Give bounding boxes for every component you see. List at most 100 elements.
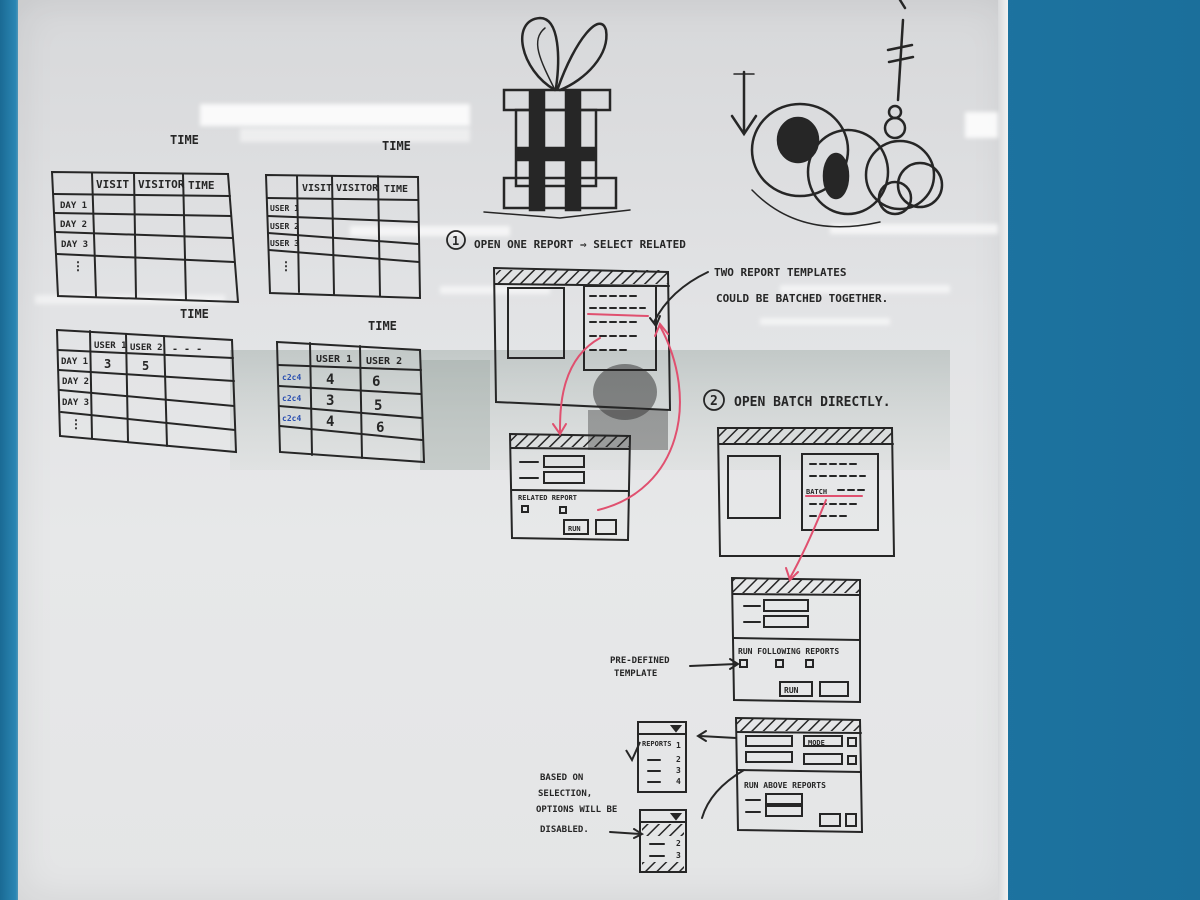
red-arrow-head <box>552 423 567 436</box>
light-reflection <box>350 226 510 236</box>
step-1-circle <box>446 230 466 250</box>
light-reflection <box>830 224 998 234</box>
table-4-title: TIME <box>368 319 397 333</box>
mode-label: MODE <box>808 739 825 747</box>
table-2-title: TIME <box>382 139 411 153</box>
red-underline <box>587 313 649 317</box>
table-3-cell: 5 <box>142 359 149 373</box>
red-arrow-loop <box>597 325 681 511</box>
table-2-header: VISIT <box>302 183 332 194</box>
table-3-row-label: DAY 1 <box>61 357 88 367</box>
dropdown-number: 2 <box>676 755 681 764</box>
arrow-head <box>649 315 661 329</box>
run-button-label-2: RUN <box>784 686 799 695</box>
selection-note-line1: BASED ON <box>540 773 583 783</box>
table-3-row-label: DAY 2 <box>62 377 89 387</box>
arrow-to-dropdown <box>699 735 737 739</box>
dropdown-number: 3 <box>676 766 681 775</box>
flow-2-title: OPEN BATCH DIRECTLY. <box>734 395 891 410</box>
red-arrow-to-dialog <box>559 337 601 433</box>
wireframe-related-dialog <box>508 432 632 542</box>
table-1-header: TIME <box>188 179 215 192</box>
step-2-circle <box>703 389 725 411</box>
table-3-row-label: ⋮ <box>70 417 82 431</box>
table-3-header: - - - <box>172 344 202 355</box>
board-frame-right <box>998 0 1008 900</box>
gift-drawing <box>483 16 631 219</box>
table-4-header: USER 1 <box>316 354 352 365</box>
wireframe-report-window <box>492 266 672 412</box>
table-4-row-label: c2c4 <box>282 394 301 403</box>
arrow-to-note <box>653 271 709 323</box>
table-2-row-label: USER 3 <box>270 239 299 248</box>
table-1-header: VISIT <box>96 178 129 191</box>
table-4-cell: 3 <box>326 393 334 409</box>
red-arrow-head <box>654 322 669 337</box>
wireframe-dropdown <box>637 721 687 793</box>
light-reflection <box>200 104 470 126</box>
arrow-predefined <box>689 663 737 667</box>
red-arrow-head <box>785 567 799 582</box>
table-4-cell: 6 <box>372 374 380 390</box>
step-1-number: 1 <box>452 234 459 248</box>
light-reflection <box>240 128 470 142</box>
related-report-label: RELATED REPORT <box>518 494 577 502</box>
table-1-title: TIME <box>170 133 199 147</box>
table-4-row-label: c2c4 <box>282 373 301 382</box>
person-reflection <box>593 364 657 420</box>
selection-note-line3: OPTIONS WILL BE <box>536 805 617 815</box>
table-3-header: USER 2 <box>130 343 163 353</box>
run-button-label: RUN <box>568 525 581 533</box>
arrow-head <box>696 730 707 742</box>
table-1-header: VISITOR <box>138 178 185 191</box>
table-2-row-label: USER 2 <box>270 222 299 231</box>
arrow-head <box>633 828 645 839</box>
arrow-to-disabled <box>609 831 641 835</box>
table-1-row-label: ⋮ <box>72 259 84 273</box>
arrow-head <box>729 658 740 670</box>
sketch-table-2 <box>264 173 422 300</box>
light-reflection <box>780 285 950 293</box>
step-2-number: 2 <box>710 394 718 409</box>
table-4-cell: 5 <box>374 398 382 414</box>
wireframe-run-dialog <box>730 576 861 704</box>
table-4-cell: 4 <box>326 372 334 388</box>
run-following-label: RUN FOLLOWING REPORTS <box>738 647 839 656</box>
arrow-from-form <box>701 769 745 819</box>
table-3-row-label: DAY 3 <box>62 398 89 408</box>
sketch-table-3 <box>55 328 238 454</box>
dropdown-number: 4 <box>676 777 681 786</box>
table-1-row-label: DAY 3 <box>61 240 88 250</box>
table-4-row-label: c2c4 <box>282 414 301 423</box>
table-1-row-label: DAY 1 <box>60 201 87 211</box>
light-reflection <box>760 318 890 325</box>
run-above-label: RUN ABOVE REPORTS <box>744 781 826 790</box>
predefined-line1: PRE-DEFINED <box>610 656 670 666</box>
sketch-table-1 <box>50 170 240 304</box>
batch-label: BATCH <box>806 488 827 496</box>
table-4-header: USER 2 <box>366 356 402 367</box>
flow-1-title: OPEN ONE REPORT ⇒ SELECT RELATED <box>474 238 686 251</box>
dropdown-label: REPORTS <box>642 740 672 748</box>
flow-1-note-line2: COULD BE BATCHED TOGETHER. <box>716 292 888 305</box>
table-3-title: TIME <box>180 307 209 321</box>
light-reflection <box>965 112 998 138</box>
dropdown-number: 1 <box>676 741 681 750</box>
wireframe-dropdown-disabled <box>639 809 687 873</box>
selection-note-line2: SELECTION, <box>538 789 592 799</box>
table-3-cell: 3 <box>104 357 111 371</box>
light-reflection <box>35 295 225 304</box>
red-arrow-to-run <box>789 499 827 579</box>
dropdown2-number: 3 <box>676 851 681 860</box>
table-4-cell: 6 <box>376 420 384 436</box>
check-mark <box>625 741 641 763</box>
window-reflection <box>420 360 490 470</box>
selection-note-line4: DISABLED. <box>540 825 589 835</box>
table-4-cell: 4 <box>326 414 334 430</box>
table-2-row-label: ⋮ <box>280 259 292 273</box>
sketch-table-4 <box>275 340 426 464</box>
predefined-line2: TEMPLATE <box>614 669 657 679</box>
flow-1-note-line1: TWO REPORT TEMPLATES <box>714 266 846 279</box>
